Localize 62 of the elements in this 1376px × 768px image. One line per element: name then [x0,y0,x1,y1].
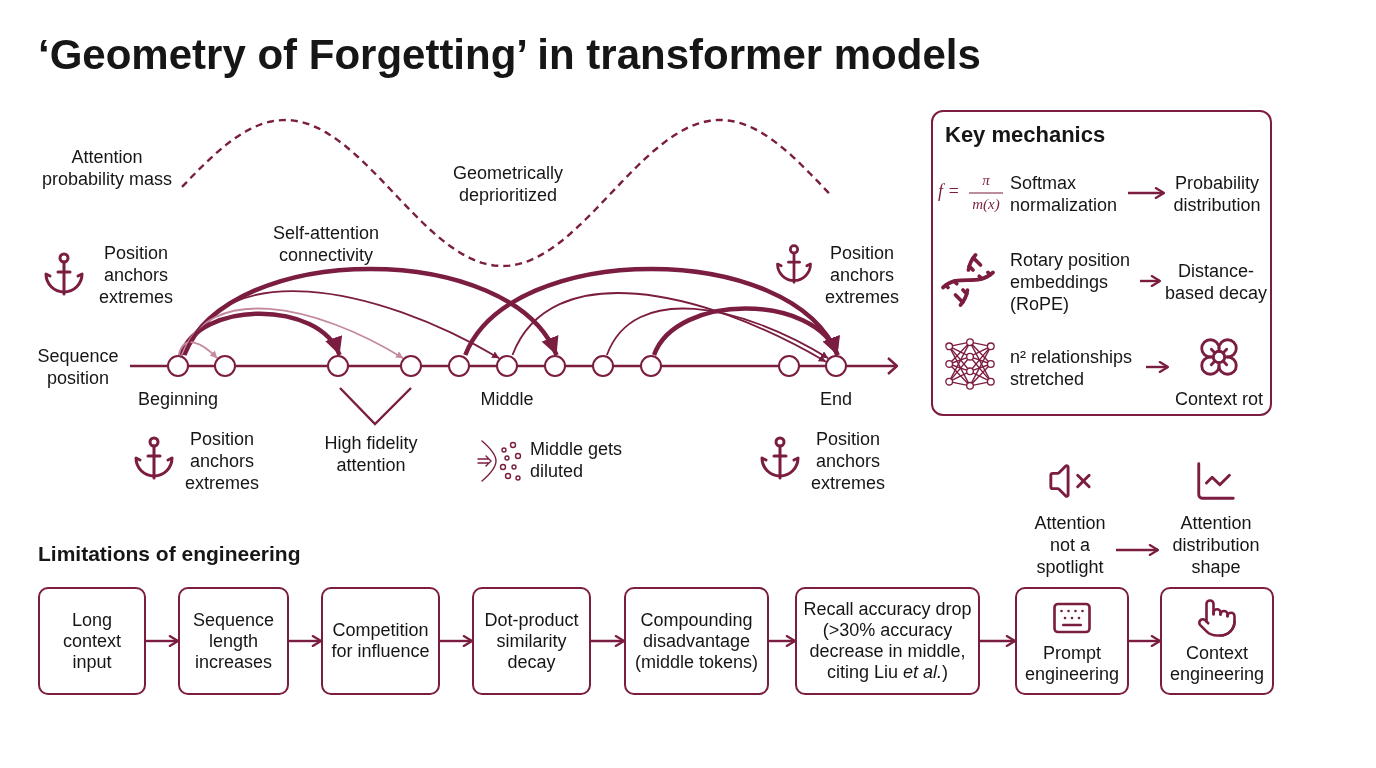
annotation: Attention probability mass [40,146,174,190]
step-text: Compounding disadvantage (middle tokens) [633,609,759,673]
annotation: Self-attention connectivity [271,222,381,266]
arrow [146,634,180,648]
attention-arc [511,292,827,363]
process-box [624,587,769,695]
attention-arc [463,266,840,357]
process-box [178,587,289,695]
annotation: Position anchors extremes [184,428,260,494]
formula-term: π [981,171,991,189]
annotation: Middle gets diluted [530,438,624,482]
arrow [1128,186,1166,200]
process-box [1160,587,1274,695]
step-text: Context engineering [1168,643,1266,685]
caption-text: Attention not a spotlight [1033,512,1107,578]
position-label: Beginning [137,388,219,410]
step-text: Competition for influence [330,620,431,662]
formula-term: f = [938,181,960,201]
attention-arc [606,307,830,360]
arrow [591,634,626,648]
mechanism-text: Probability distribution [1166,172,1268,218]
axis-label: Sequence position [36,345,120,389]
arrow [1116,543,1160,557]
annotation: Position anchors extremes [824,242,900,308]
attention-arc [182,266,559,357]
arrow [289,634,323,648]
attention-arc [652,306,840,357]
arrow [980,634,1017,648]
arrow [440,634,474,648]
mechanism-text: Distance-based decay [1162,260,1270,306]
step-text: Long context input [61,609,122,673]
annotation: High fidelity attention [323,432,419,476]
step-text: Dot-product similarity decay [483,609,580,673]
annotation: Geometrically deprioritized [452,162,564,206]
formula-term: m(x) [971,195,1001,213]
section-heading: Limitations of engineering [38,541,301,567]
process-box [38,587,146,695]
mechanics-panel [931,110,1272,416]
diagram-title: ‘Geometry of Forgetting’ in transformer models [38,30,981,80]
arrow [1140,274,1162,288]
caption-text: Attention distribution shape [1171,512,1261,578]
process-box [1015,587,1129,695]
step-text: Prompt engineering [1023,643,1121,685]
arrow [1129,634,1162,648]
position-label: End [820,388,852,410]
mechanism-text: Softmax normalization [1010,172,1130,218]
process-box [795,587,980,695]
annotation: Position anchors extremes [98,242,174,308]
annotation: Position anchors extremes [810,428,886,494]
mechanism-text: Rotary position embeddings (RoPE) [1010,249,1142,317]
arrow [769,634,797,648]
attention-arc [177,341,219,360]
process-box [321,587,440,695]
step-text: Recall accuracy drop (>30% accuracy decrease in middle, citing Liu et al.) [802,599,973,683]
panel-heading: Key mechanics [945,121,1106,149]
caption-text: Context rot [1174,388,1263,410]
step-text: Sequence length increases [191,609,276,673]
mechanism-text: n² relationships stretched [1010,346,1148,392]
attention-arc [178,311,342,357]
arrow [1146,360,1170,374]
position-label: Middle [480,388,534,410]
process-box [472,587,591,695]
